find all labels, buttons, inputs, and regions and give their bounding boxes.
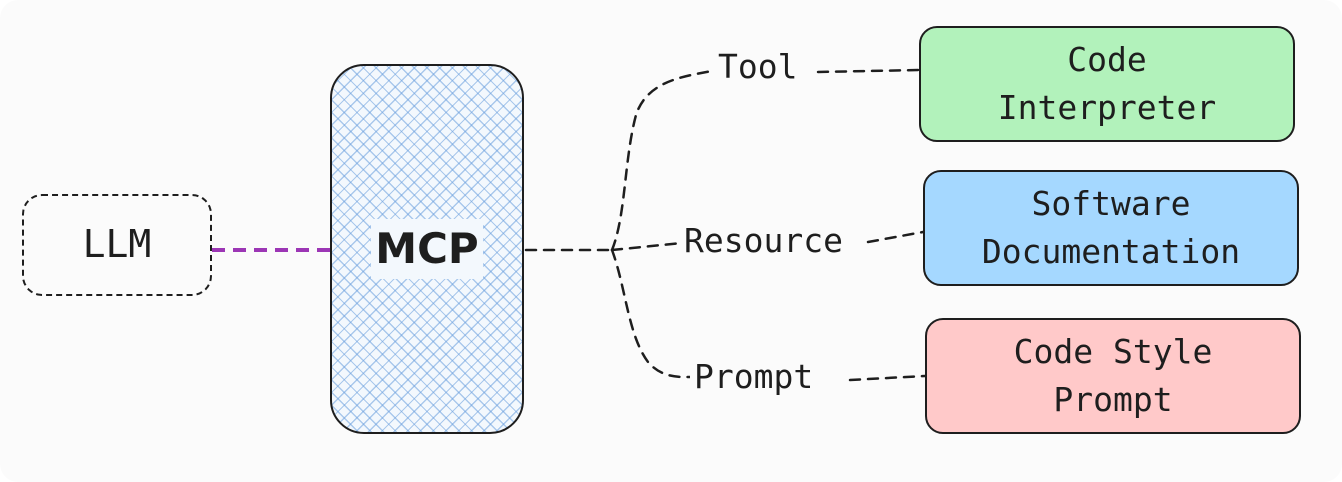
tool-branch-connector: [610, 68, 718, 252]
software-documentation-node: Software Documentation: [923, 170, 1299, 286]
code-style-prompt-label: Code Style Prompt: [1013, 332, 1213, 419]
prompt-edge-connector: [848, 374, 927, 382]
prompt-branch-connector: [610, 248, 694, 379]
code-style-prompt-node: Code Style Prompt: [925, 318, 1301, 434]
resource-edge-connector: [866, 230, 925, 244]
mcp-label: MCP: [371, 218, 483, 280]
resource-edge-label: Resource: [680, 224, 847, 257]
llm-node: LLM: [22, 194, 212, 296]
tool-edge-label: Tool: [714, 50, 802, 83]
resource-branch-connector: [610, 241, 684, 252]
llm-label: LLM: [82, 222, 152, 267]
code-interpreter-node: Code Interpreter: [919, 26, 1295, 142]
code-interpreter-label: Code Interpreter: [997, 40, 1217, 127]
mcp-node: MCP: [330, 64, 524, 434]
prompt-edge-label: Prompt: [690, 360, 818, 393]
software-documentation-label: Software Documentation: [981, 184, 1241, 271]
tool-edge-connector: [816, 68, 921, 74]
